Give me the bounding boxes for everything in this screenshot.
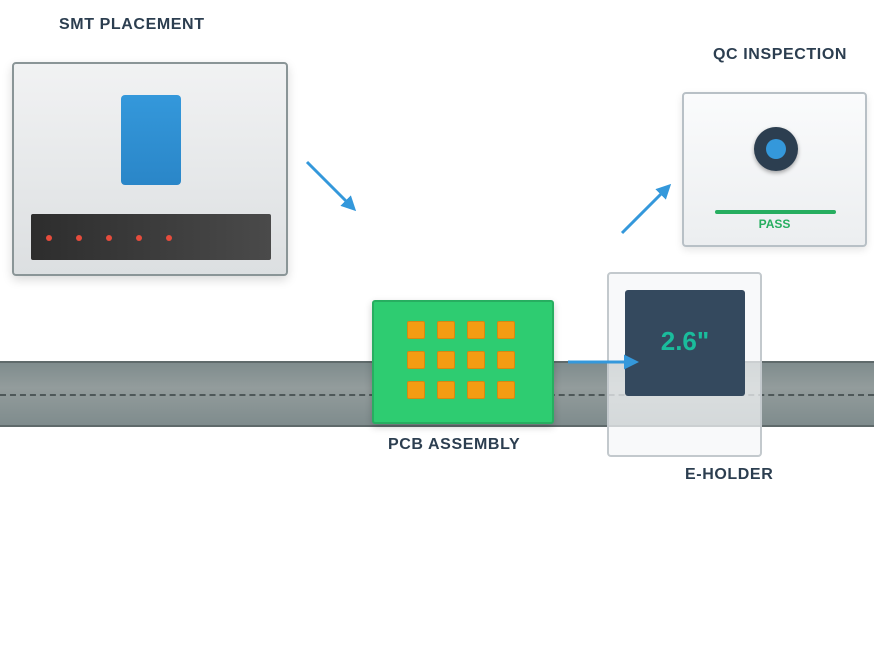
chip-icon bbox=[407, 351, 425, 369]
flow-arrow-icon bbox=[305, 160, 357, 212]
chip-icon bbox=[467, 381, 485, 399]
smt-control-panel bbox=[31, 214, 271, 260]
status-led-icon bbox=[106, 235, 112, 241]
e-holder-label: E-HOLDER bbox=[685, 466, 774, 483]
chip-icon bbox=[437, 381, 455, 399]
chip-icon bbox=[497, 321, 515, 339]
smt-placement-machine bbox=[12, 62, 288, 276]
pcb-board bbox=[372, 300, 554, 424]
chip-icon bbox=[497, 351, 515, 369]
chip-icon bbox=[407, 381, 425, 399]
qc-inspection-station: PASS bbox=[682, 92, 867, 247]
chip-icon bbox=[437, 321, 455, 339]
chip-icon bbox=[437, 351, 455, 369]
status-led-icon bbox=[76, 235, 82, 241]
status-led-icon bbox=[136, 235, 142, 241]
chip-icon bbox=[467, 351, 485, 369]
camera-lens-icon bbox=[754, 127, 798, 171]
pcb-assembly-label: PCB ASSEMBLY bbox=[388, 436, 521, 453]
smt-nozzle-icon bbox=[121, 95, 181, 185]
qc-inspection-label: QC INSPECTION bbox=[713, 46, 848, 63]
flow-arrow-icon bbox=[620, 183, 672, 235]
lens-center bbox=[766, 139, 786, 159]
pass-indicator-bar bbox=[715, 210, 836, 214]
qc-status-text: PASS bbox=[758, 217, 791, 231]
status-led-icon bbox=[46, 235, 52, 241]
chip-icon bbox=[407, 321, 425, 339]
screen-size-value: 2.6" bbox=[660, 326, 710, 356]
chip-icon bbox=[497, 381, 515, 399]
smt-placement-label: SMT PLACEMENT bbox=[59, 16, 205, 33]
chip-icon bbox=[467, 321, 485, 339]
e-holder-screen: 2.6" bbox=[625, 290, 745, 396]
status-led-icon bbox=[166, 235, 172, 241]
